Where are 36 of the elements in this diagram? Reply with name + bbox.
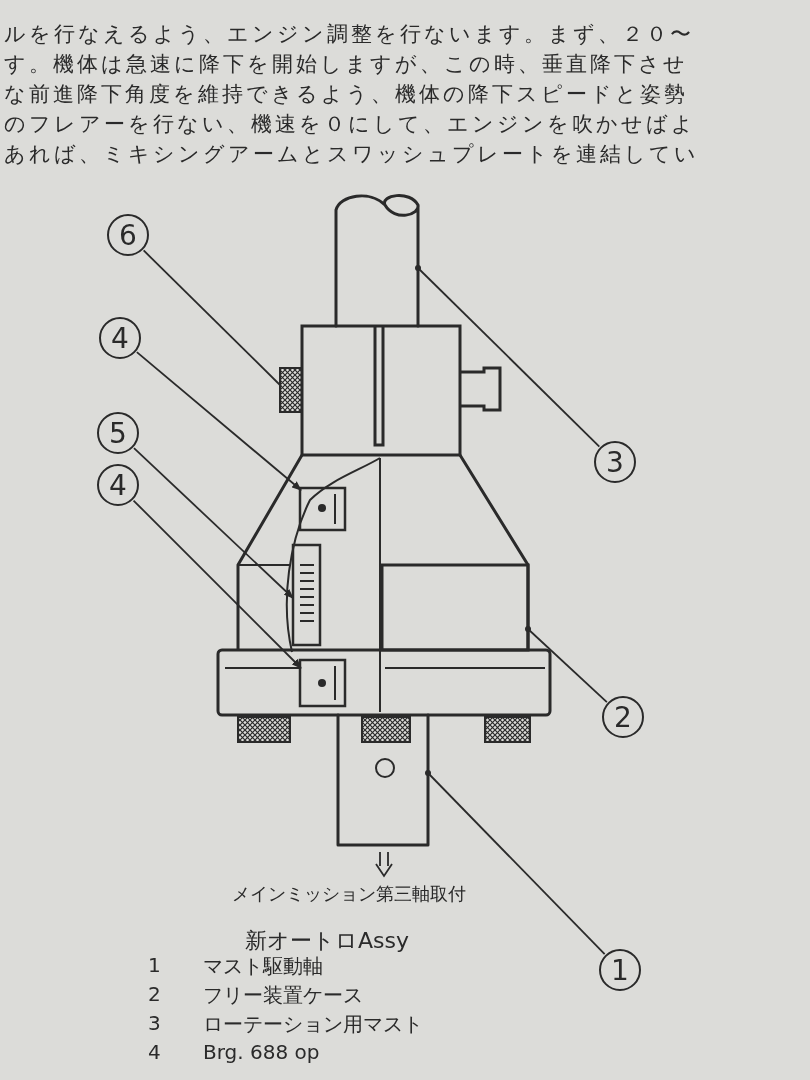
leader-line (425, 770, 606, 956)
text-line: な前進降下角度を維持できるよう、機体の降下スピードと姿勢 (4, 81, 688, 108)
callout-number: 1 (599, 949, 641, 991)
leader-line (415, 265, 601, 448)
leader-line (525, 626, 608, 703)
leader-line (135, 351, 302, 491)
knurled-nut (279, 367, 303, 413)
leader-line (132, 499, 302, 669)
callout-number: 4 (99, 317, 141, 359)
part-name: Brg. 688 op (203, 1040, 320, 1064)
part-name: フリー装置ケース (203, 982, 363, 1009)
text-line: あれば、ミキシングアームとスワッシュプレートを連結してい (4, 141, 699, 168)
callout-number: 6 (107, 214, 149, 256)
callout-number: 4 (97, 464, 139, 506)
item-number: 3 (148, 1011, 161, 1035)
text-line: す。機体は急速に降下を開始しますが、この時、垂直降下させ (4, 51, 688, 78)
text-line: のフレアーを行ない、機速を０にして、エンジンを吹かせばよ (4, 111, 696, 138)
callout-number: 5 (97, 412, 139, 454)
callout-number: 3 (594, 441, 636, 483)
callout-number: 2 (602, 696, 644, 738)
note-text: メインミッション第三軸取付 (232, 882, 466, 906)
item-number: 2 (148, 982, 161, 1006)
item-number: 4 (148, 1040, 161, 1064)
mast (334, 194, 420, 328)
leader-line (133, 447, 294, 599)
drive-shaft (336, 713, 430, 847)
text-line: ルを行なえるよう、エンジン調整を行ないます。まず、２０〜 (4, 21, 694, 48)
title: 新オートロAssy (245, 927, 409, 955)
bearing (298, 658, 347, 708)
bearing (298, 486, 347, 532)
part-name: ローテーション用マスト (203, 1011, 423, 1038)
part-name: マスト駆動軸 (203, 953, 323, 980)
pulley (291, 543, 322, 647)
item-number: 1 (148, 953, 161, 977)
case (380, 563, 530, 652)
leader-line (142, 249, 282, 387)
